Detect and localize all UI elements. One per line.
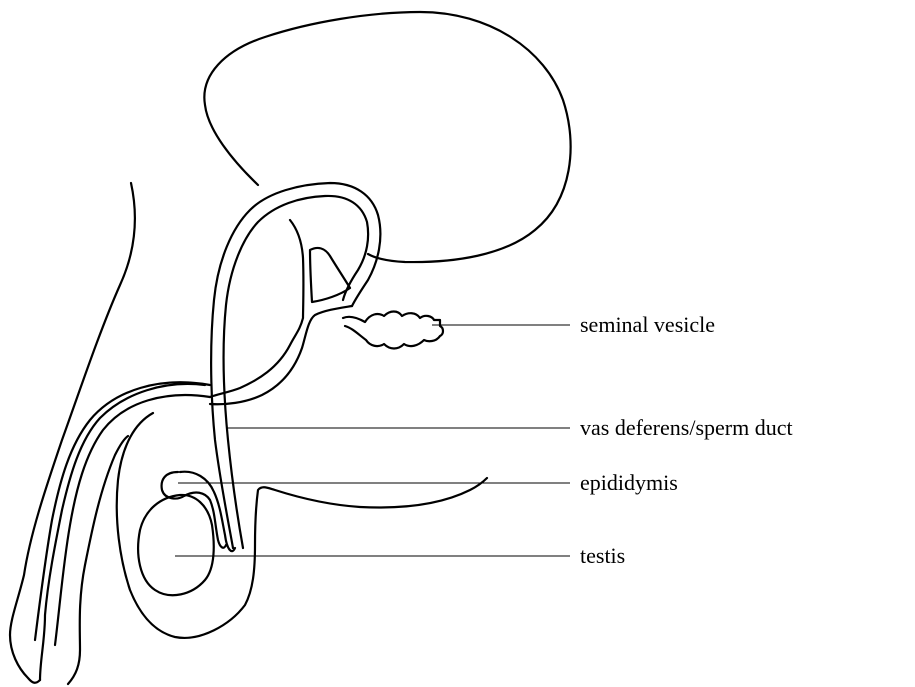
- vas-deferens-loop-lower: [210, 306, 352, 404]
- seminal-vesicle-outline: [343, 312, 443, 349]
- label-vas-deferens: vas deferens/sperm duct: [580, 415, 793, 440]
- vas-deferens-outer-line: [211, 183, 380, 548]
- label-epididymis: epididymis: [580, 470, 678, 495]
- testis-outline: [138, 495, 214, 595]
- body-contour: [10, 183, 135, 683]
- scrotum-outline: [117, 413, 487, 638]
- bladder-outline: [204, 12, 570, 262]
- label-seminal-vesicle: seminal vesicle: [580, 312, 715, 337]
- penis-outer-contour: [40, 384, 205, 680]
- label-testis: testis: [580, 543, 625, 568]
